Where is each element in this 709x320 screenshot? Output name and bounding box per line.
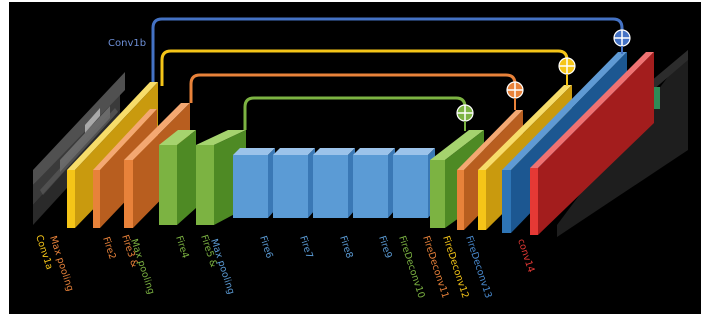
skip-label-conv1b: Conv1b (108, 38, 146, 49)
plus-circle-icon (456, 104, 474, 122)
layer-block-fire4 (159, 130, 196, 225)
skip-line-green (243, 96, 467, 130)
layer-block-blue-1 (233, 148, 275, 218)
plus-circle-icon (558, 57, 576, 75)
layer-block-fire8 (353, 148, 395, 218)
skip-line-orange (189, 73, 517, 103)
layer-block-fire9 (393, 148, 435, 218)
skip-line-yellow (160, 49, 569, 86)
plus-circle-icon (613, 29, 631, 47)
skip-line-conv1b (151, 17, 624, 82)
layer-block-fire6 (273, 148, 315, 218)
layer-block-fire7 (313, 148, 355, 218)
layer-block-conv14 (530, 52, 654, 235)
plus-circle-icon (506, 81, 524, 99)
